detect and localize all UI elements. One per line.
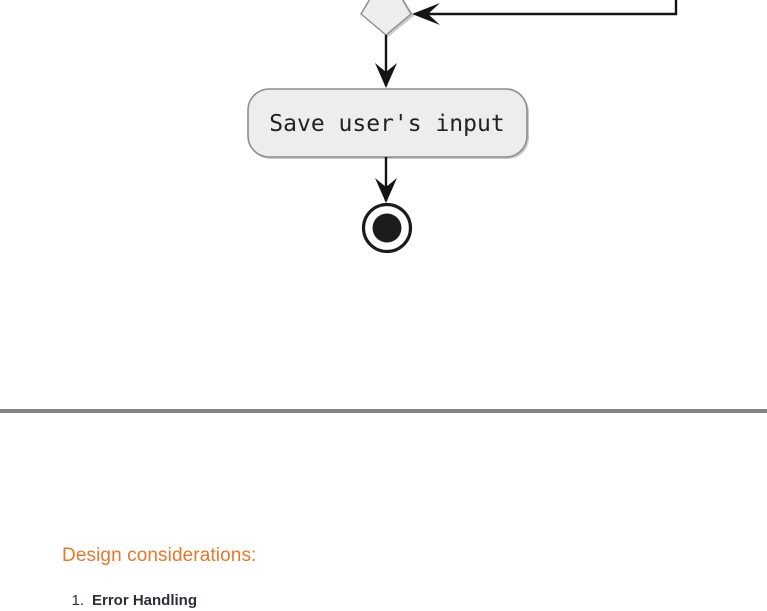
footer-divider [0,409,767,413]
loopback-edge-arrowhead [412,3,440,25]
loopback-edge [412,0,678,25]
activity-diagram-canvas: Save user's input [247,0,678,254]
decision-to-action-arrowhead [375,63,397,88]
footer-area [0,413,767,477]
action-to-final-arrowhead [375,178,397,203]
final-node-core [372,213,402,243]
action-save-user-input-node: Save user's input [247,88,529,159]
list-item-label: Error Handling [92,592,198,609]
decision-diamond-shape [360,0,412,36]
activity-diagram: Save user's input [0,0,767,266]
action-node-shape [247,88,528,158]
action-to-final-edge [375,157,397,203]
final-node [361,202,413,254]
list-item-marker: 1. [71,592,84,609]
prose-section: Design considerations: 1. Error Handling [0,266,767,609]
action-node-label: Save user's input [269,111,504,137]
decision-to-action-edge [375,35,397,88]
list-item: 1. Error Handling [62,591,197,611]
decision-diamond-node [360,0,414,37]
loopback-edge-line [418,0,678,16]
design-considerations-heading: Design considerations: [62,545,257,566]
considerations-list: 1. Error Handling [62,591,197,611]
